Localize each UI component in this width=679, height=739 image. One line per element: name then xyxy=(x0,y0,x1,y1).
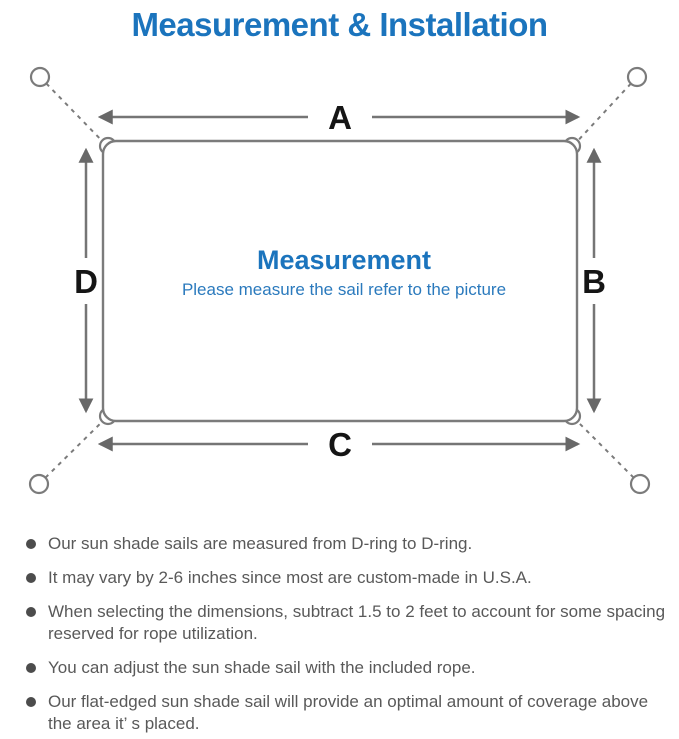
guy-line-top-right xyxy=(571,76,638,148)
guy-line-top-left xyxy=(39,76,109,148)
list-item-text: Our sun shade sails are measured from D-… xyxy=(48,534,473,553)
anchor-ring-icon xyxy=(28,473,50,495)
guy-line-bottom-right xyxy=(571,415,641,485)
diagram-center-subtitle: Please measure the sail refer to the pic… xyxy=(182,280,506,299)
dimension-label-b: B xyxy=(582,263,606,300)
bullet-list: Our sun shade sails are measured from D-… xyxy=(0,530,679,735)
anchor-rings xyxy=(28,66,651,495)
sail-outline xyxy=(101,139,579,423)
bullet-dot-icon xyxy=(26,663,36,673)
bullet-dot-icon xyxy=(26,539,36,549)
list-item: You can adjust the sun shade sail with t… xyxy=(26,657,673,679)
list-item-text: You can adjust the sun shade sail with t… xyxy=(48,658,476,677)
diagram-center-title: Measurement xyxy=(257,245,431,275)
anchor-ring-icon xyxy=(29,66,51,88)
list-item-text: When selecting the dimensions, subtract … xyxy=(48,602,666,643)
dimension-label-a: A xyxy=(328,99,352,136)
list-item-text: Our flat-edged sun shade sail will provi… xyxy=(48,692,649,733)
list-item: Our flat-edged sun shade sail will provi… xyxy=(26,691,673,735)
list-item: Our sun shade sails are measured from D-… xyxy=(26,533,673,555)
dimension-label-d: D xyxy=(74,263,98,300)
bullet-dot-icon xyxy=(26,573,36,583)
bullet-dot-icon xyxy=(26,607,36,617)
guy-lines xyxy=(38,76,641,485)
measurement-diagram: A B C D Measurement Please measure the s… xyxy=(0,55,679,530)
dimension-label-c: C xyxy=(328,426,352,463)
page-title: Measurement & Installation xyxy=(131,6,548,43)
anchor-ring-icon xyxy=(629,473,651,495)
list-item: It may vary by 2-6 inches since most are… xyxy=(26,567,673,589)
dimension-lines xyxy=(78,109,602,452)
list-item-text: It may vary by 2-6 inches since most are… xyxy=(48,568,532,587)
guy-line-bottom-left xyxy=(38,415,109,485)
anchor-ring-icon xyxy=(626,66,648,88)
bullet-dot-icon xyxy=(26,697,36,707)
list-item: When selecting the dimensions, subtract … xyxy=(26,601,673,645)
